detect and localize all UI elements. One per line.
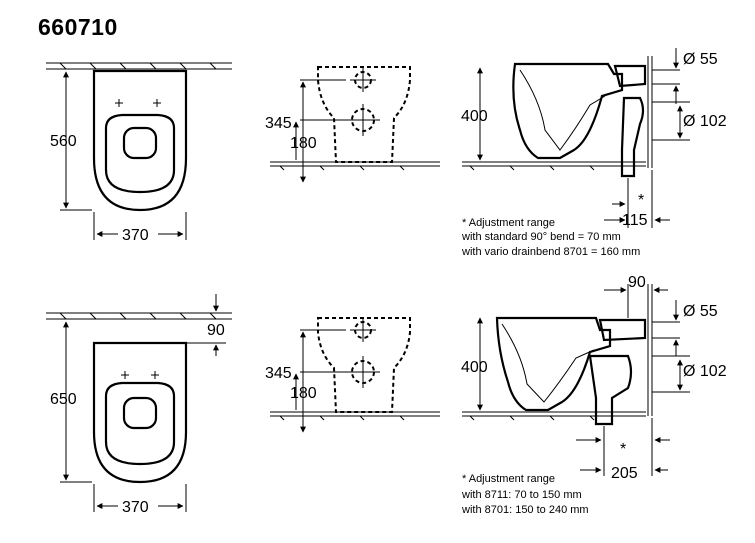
height-a-label: 345 bbox=[265, 115, 292, 132]
section-height-label: 400 bbox=[461, 108, 488, 125]
top-front-view: 560 370 bbox=[46, 62, 232, 244]
top-gap-label: 90 bbox=[628, 274, 646, 291]
top-rear-view: 345 180 bbox=[265, 66, 440, 183]
note-line-1: * Adjustment range bbox=[462, 473, 555, 485]
height-a-label: 345 bbox=[265, 365, 292, 382]
width-label: 370 bbox=[122, 499, 149, 516]
bottom-section-view: 400 90 Ø 55 Ø 102 * 205 * Adjustment ran… bbox=[461, 274, 727, 516]
toilet-body-outline bbox=[92, 341, 188, 484]
inlet-diameter-label: Ø 55 bbox=[683, 51, 718, 68]
note-line-3: with 8701: 150 to 240 mm bbox=[461, 504, 589, 516]
note-line-2: with standard 90° bend = 70 mm bbox=[461, 231, 621, 243]
fixing-hole-right bbox=[151, 371, 159, 379]
note-line-2: with 8711: 70 to 150 mm bbox=[461, 489, 582, 501]
bottom-rear-view: 345 180 bbox=[265, 317, 440, 433]
inlet-diameter-label: Ø 55 bbox=[683, 303, 718, 320]
wall-gap-label: 90 bbox=[207, 322, 225, 339]
toilet-seat-outline bbox=[104, 381, 176, 466]
rear-view-outline bbox=[317, 317, 411, 413]
rear-view-outline bbox=[317, 66, 411, 163]
height-b-label: 180 bbox=[290, 135, 317, 152]
height-b-label: 180 bbox=[290, 385, 317, 402]
inlet-pipe bbox=[613, 64, 647, 88]
toilet-bowl-opening bbox=[122, 126, 158, 160]
width-label: 370 bbox=[122, 227, 149, 244]
bowl-section-outline bbox=[495, 316, 612, 412]
inlet-pipe bbox=[598, 318, 647, 342]
toilet-body-outline bbox=[92, 69, 188, 212]
fixing-hole-left bbox=[121, 371, 129, 379]
adjust-star-label: * bbox=[620, 441, 626, 458]
height-label: 560 bbox=[50, 133, 77, 150]
outlet-upper-symbol bbox=[350, 318, 376, 342]
adjust-star-label: * bbox=[638, 192, 644, 209]
height-label: 650 bbox=[50, 391, 77, 408]
product-number-title: 660710 bbox=[38, 14, 118, 40]
offset-label: 115 bbox=[622, 212, 648, 229]
offset-label: 205 bbox=[611, 465, 638, 482]
outlet-pipe bbox=[588, 354, 633, 426]
toilet-bowl-opening bbox=[122, 396, 158, 430]
top-section-view: 400 Ø 55 Ø 102 * 115 * Adjustment range … bbox=[461, 48, 727, 258]
section-height-label: 400 bbox=[461, 359, 488, 376]
outlet-diameter-label: Ø 102 bbox=[683, 363, 727, 380]
outlet-diameter-label: Ø 102 bbox=[683, 113, 727, 130]
outlet-lower-symbol bbox=[346, 356, 380, 388]
note-line-3: with vario drainbend 8701 = 160 mm bbox=[461, 246, 640, 258]
fixing-hole-left bbox=[115, 99, 123, 107]
fixing-hole-right bbox=[153, 99, 161, 107]
wall-floor-hatch bbox=[46, 62, 232, 70]
bottom-front-view: 650 370 90 bbox=[46, 294, 232, 516]
outlet-lower-symbol bbox=[346, 104, 380, 136]
note-line-1: * Adjustment range bbox=[462, 217, 555, 229]
outlet-pipe bbox=[620, 96, 645, 178]
bowl-section-outline bbox=[512, 62, 624, 160]
outlet-upper-symbol bbox=[350, 68, 376, 92]
toilet-seat-outline bbox=[104, 113, 176, 194]
